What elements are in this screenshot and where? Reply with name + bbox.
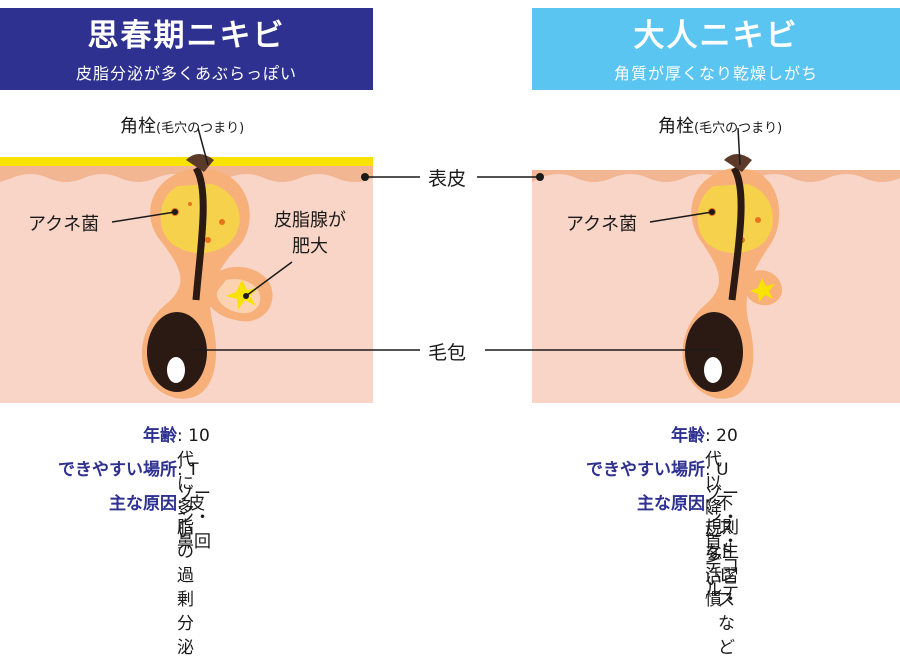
right-row-key: 年齢 xyxy=(671,426,705,446)
epidermis-label: 表皮 xyxy=(428,168,467,190)
right-plug xyxy=(724,154,752,172)
left-subtitle: 皮脂分泌が多くあぶらっぽい xyxy=(75,64,297,83)
left-gland-label: 皮脂腺が 肥大 xyxy=(274,210,346,257)
right-bacteria-label: アクネ菌 xyxy=(566,214,638,235)
right-hair-bulb xyxy=(685,312,743,392)
skin-cross-section-diagram xyxy=(0,127,900,403)
left-title: 思春期ニキビ xyxy=(87,18,286,54)
left-header: 思春期ニキビ 皮脂分泌が多くあぶらっぽい xyxy=(0,8,373,90)
left-stratum-corneum xyxy=(0,157,373,166)
right-title: 大人ニキビ xyxy=(633,18,799,54)
right-row-value-cont: ストレスなど xyxy=(718,518,735,658)
left-row-key: 主な原因 xyxy=(109,494,177,514)
right-inflammation xyxy=(750,278,775,302)
follicle-label: 毛包 xyxy=(428,342,467,364)
left-hair xyxy=(192,166,207,301)
left-row-key: 年齢 xyxy=(143,426,177,446)
left-row-value: : 皮脂の過剰分泌 xyxy=(177,494,206,658)
right-header: 大人ニキビ 角質が厚くなり乾燥しがち xyxy=(532,8,900,90)
right-row-key: できやすい場所 xyxy=(586,460,705,480)
right-plug-label: 角栓(毛穴のつまり) xyxy=(658,116,783,137)
left-inflammation xyxy=(226,280,258,310)
left-skin-panel xyxy=(0,154,373,403)
right-subtitle: 角質が厚くなり乾燥しがち xyxy=(613,64,818,83)
right-row-key: 主な原因 xyxy=(637,494,705,514)
right-hair xyxy=(728,166,745,301)
left-plug-label: 角栓(毛穴のつまり) xyxy=(120,116,245,137)
left-row-key: できやすい場所 xyxy=(58,460,177,480)
left-row-value: : 10代に多い xyxy=(177,426,210,542)
right-skin-panel xyxy=(532,154,900,403)
left-hair-bulb xyxy=(147,312,207,392)
right-sebum xyxy=(697,184,773,254)
left-bacteria-label: アクネ菌 xyxy=(28,214,100,235)
leader-lines xyxy=(111,127,741,351)
